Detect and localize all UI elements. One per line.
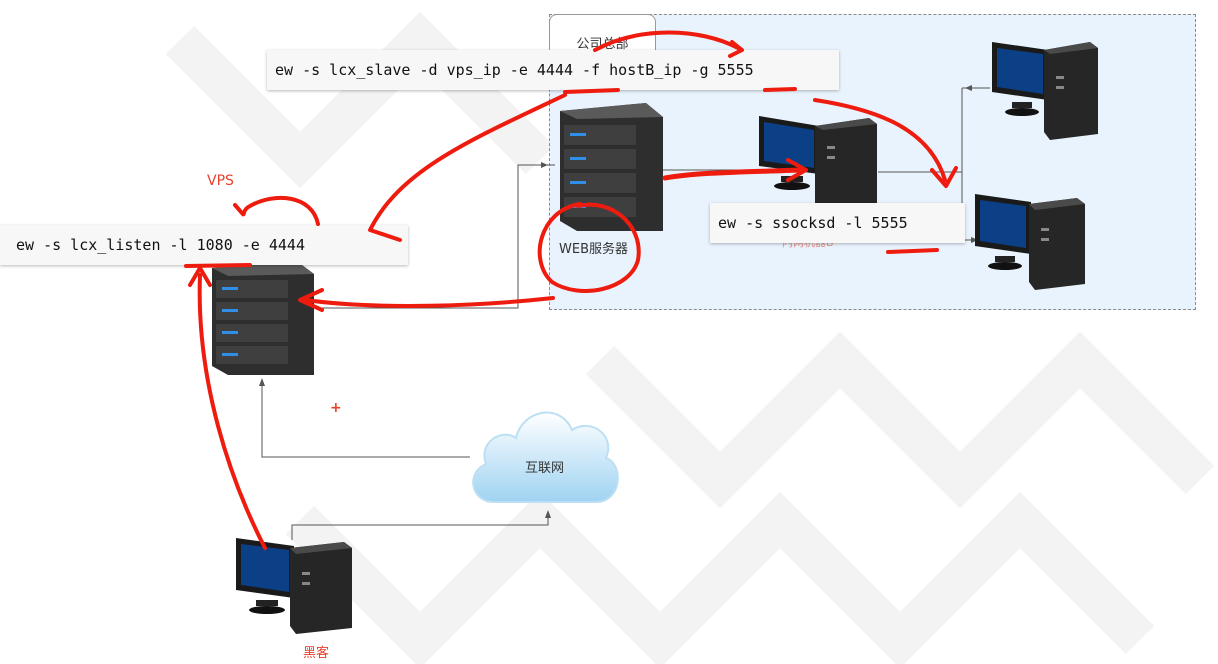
arrow-hacker-to-vps bbox=[197, 273, 267, 550]
cmd-ssocksd-text: ew -s ssocksd -l 5555 bbox=[718, 214, 908, 232]
hacker-label: 黑客 bbox=[303, 646, 330, 661]
top-right-computer-icon bbox=[992, 42, 1098, 140]
vps-label: VPS bbox=[207, 173, 234, 189]
internet-label: 互联网 bbox=[525, 461, 565, 476]
arc-vps bbox=[233, 195, 320, 226]
cmd-lcx-listen-text: ew -s lcx_listen -l 1080 -e 4444 bbox=[16, 236, 305, 254]
hacker-computer-icon bbox=[236, 538, 352, 634]
web-server-icon bbox=[560, 103, 663, 231]
circle-web-server bbox=[537, 202, 641, 293]
cmd-lcx-slave-box: ew -s lcx_slave -d vps_ip -e 4444 -f hos… bbox=[267, 50, 839, 90]
connector-vps-to-internet bbox=[261, 380, 470, 458]
plus-marker: + bbox=[330, 400, 342, 416]
underline-5555-ssocksd bbox=[886, 248, 939, 254]
internet-cloud-icon bbox=[472, 411, 619, 503]
underline-5555-slave bbox=[763, 87, 797, 92]
cmd-lcx-slave-text: ew -s lcx_slave -d vps_ip -e 4444 -f hos… bbox=[275, 61, 754, 79]
arrow-4444-to-listen bbox=[368, 93, 567, 242]
right-computer-icon bbox=[975, 194, 1085, 290]
web-server-label: WEB服务器 bbox=[559, 242, 628, 257]
underline-1080 bbox=[184, 263, 252, 268]
arrow-web-to-hostb bbox=[662, 167, 803, 181]
connector-hacker-to-internet bbox=[291, 512, 549, 540]
underline-4444 bbox=[563, 88, 620, 94]
host-b-computer-icon bbox=[759, 116, 877, 211]
arc-top bbox=[593, 30, 740, 52]
connector-web-to-vps bbox=[300, 164, 555, 309]
cmd-ssocksd-box: ew -s ssocksd -l 5555 bbox=[710, 203, 965, 243]
vps-server-icon bbox=[212, 262, 314, 375]
cmd-lcx-listen-box: ew -s lcx_listen -l 1080 -e 4444 bbox=[0, 225, 408, 265]
arrow-web-to-vps bbox=[303, 296, 555, 308]
arrow-5555-down bbox=[813, 98, 947, 182]
